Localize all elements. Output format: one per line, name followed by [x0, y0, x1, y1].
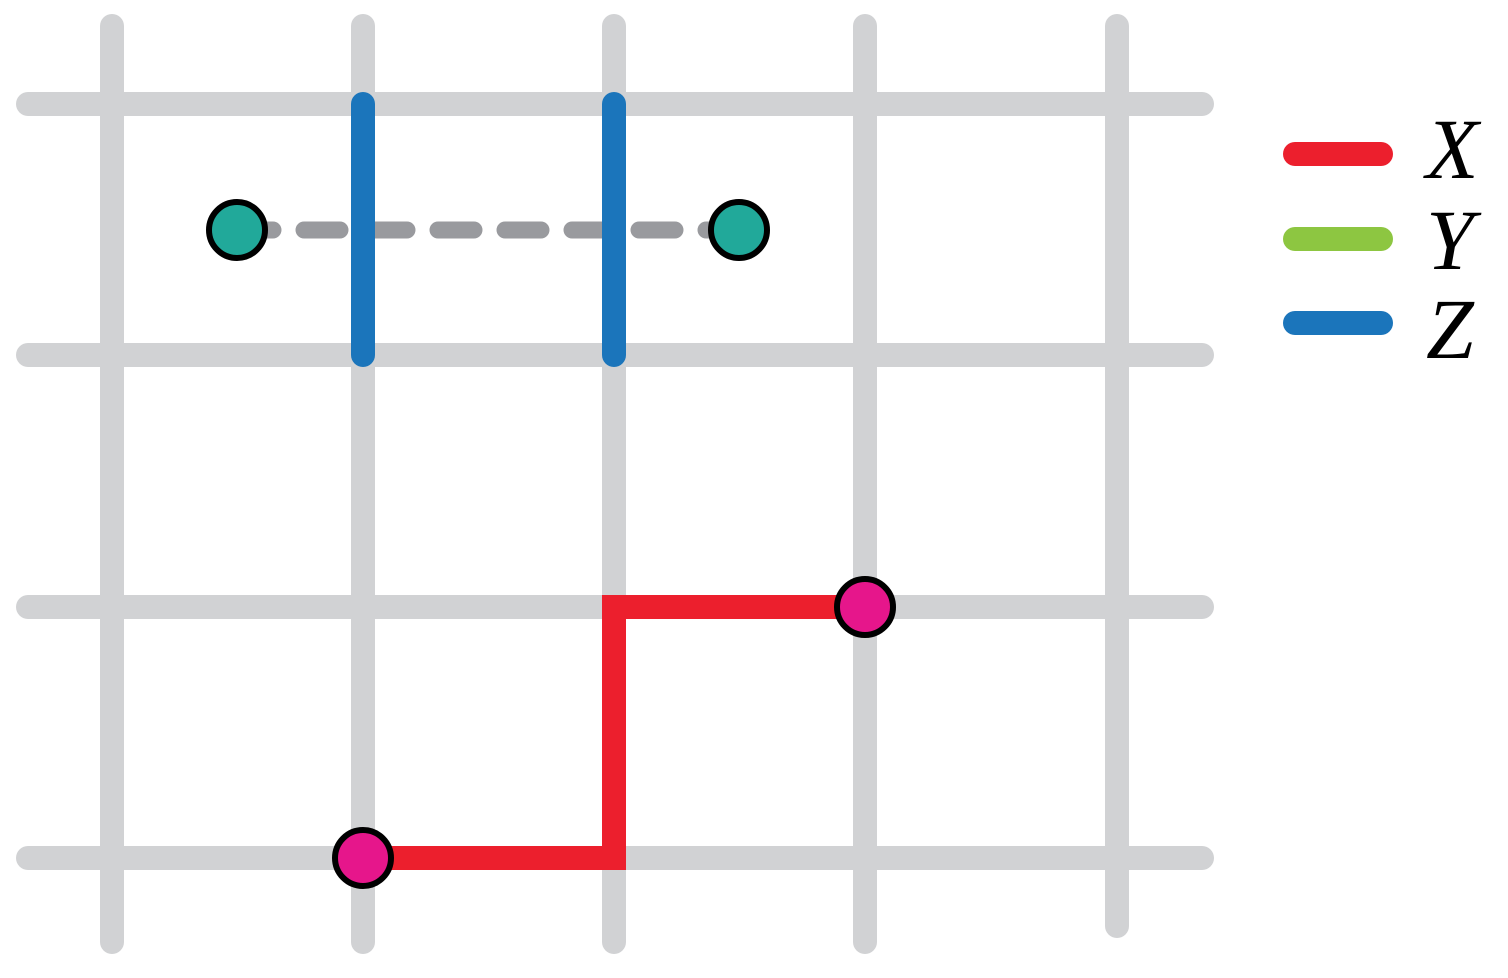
legend-label-y: Y — [1426, 192, 1482, 288]
x-operator-string — [363, 595, 865, 870]
teal-qubit — [206, 199, 268, 261]
magenta-qubit — [834, 576, 896, 638]
magenta-qubit — [332, 827, 394, 889]
legend-label-z: Z — [1426, 281, 1475, 377]
teal-qubits — [206, 199, 770, 261]
legend-label-x: X — [1423, 101, 1482, 197]
legend: X Y Z — [1283, 101, 1482, 377]
magenta-qubits — [332, 576, 896, 889]
z-operator-string — [351, 92, 626, 367]
teal-qubit — [708, 199, 770, 261]
